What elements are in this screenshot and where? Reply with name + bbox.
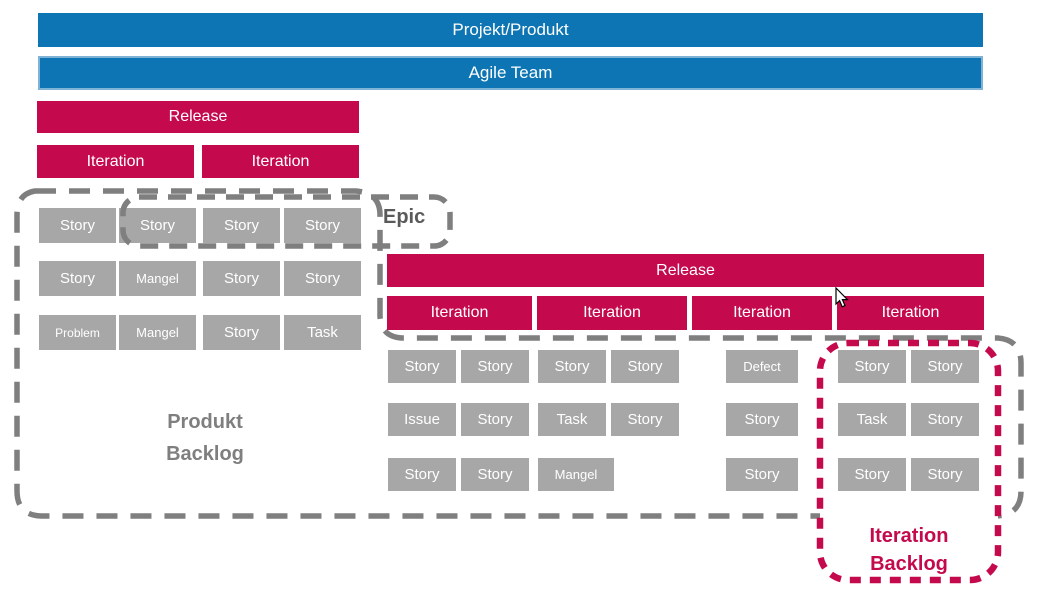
iteration-backlog-label: Iteration Backlog xyxy=(820,522,998,578)
right-release-label: Release xyxy=(656,261,715,279)
produkt-backlog-label-line1: Produkt xyxy=(167,411,243,433)
iteration-backlog-label-line2: Backlog xyxy=(870,553,948,575)
mouse-cursor-icon xyxy=(835,287,849,308)
project-product-bar: Projekt/Produkt xyxy=(38,13,983,47)
project-product-label: Projekt/Produkt xyxy=(452,20,569,39)
card-task: Task xyxy=(838,403,906,436)
card-story: Story xyxy=(388,458,456,491)
card-story: Story xyxy=(284,261,361,296)
left-release-bar: Release xyxy=(37,101,359,133)
card-story: Story xyxy=(838,350,906,383)
left-iteration-label-1: Iteration xyxy=(86,152,145,170)
epic-label: Epic xyxy=(383,206,426,228)
card-story: Story xyxy=(461,350,529,383)
card-mangel: Mangel xyxy=(538,458,614,491)
card-story: Story xyxy=(538,350,606,383)
card-problem: Problem xyxy=(39,315,116,350)
card-story: Story xyxy=(726,403,798,436)
card-story: Story xyxy=(39,208,116,243)
card-defect: Defect xyxy=(726,350,798,383)
right-iteration-bar-1: Iteration xyxy=(387,296,532,330)
right-release-bar: Release xyxy=(387,254,984,287)
card-story: Story xyxy=(911,403,979,436)
card-story: Story xyxy=(39,261,116,296)
right-iteration-label-2: Iteration xyxy=(583,304,641,321)
card-story: Story xyxy=(611,403,679,436)
right-iteration-label-1: Iteration xyxy=(430,304,489,321)
produkt-backlog-label: Produkt Backlog xyxy=(55,406,355,470)
card-mangel: Mangel xyxy=(119,261,196,296)
left-iteration-bar-1: Iteration xyxy=(37,145,194,178)
card-story: Story xyxy=(203,261,280,296)
right-iteration-label-4: Iteration xyxy=(881,304,940,321)
card-story: Story xyxy=(911,458,979,491)
card-task: Task xyxy=(284,315,361,350)
card-story: Story xyxy=(611,350,679,383)
card-task: Task xyxy=(538,403,606,436)
card-story: Story xyxy=(911,350,979,383)
left-iteration-bar-2: Iteration xyxy=(202,145,359,178)
produkt-backlog-label-line2: Backlog xyxy=(166,443,244,465)
card-story: Story xyxy=(461,458,529,491)
right-iteration-bar-2: Iteration xyxy=(537,296,687,330)
card-story: Story xyxy=(726,458,798,491)
card-story: Story xyxy=(203,208,280,243)
right-iteration-label-3: Iteration xyxy=(733,304,791,321)
card-story: Story xyxy=(284,208,361,243)
agile-team-bar: Agile Team xyxy=(38,56,983,90)
card-mangel: Mangel xyxy=(119,315,196,350)
right-iteration-bar-4: Iteration xyxy=(837,296,984,330)
card-story: Story xyxy=(461,403,529,436)
left-release-label: Release xyxy=(168,108,228,125)
right-iteration-bar-3: Iteration xyxy=(692,296,832,330)
card-story: Story xyxy=(203,315,280,350)
agile-team-label: Agile Team xyxy=(468,63,553,82)
iteration-backlog-label-line1: Iteration xyxy=(869,525,949,547)
left-iteration-label-2: Iteration xyxy=(251,152,310,170)
card-issue: Issue xyxy=(388,403,456,436)
card-story: Story xyxy=(838,458,906,491)
card-story: Story xyxy=(388,350,456,383)
card-story: Story xyxy=(119,208,196,243)
